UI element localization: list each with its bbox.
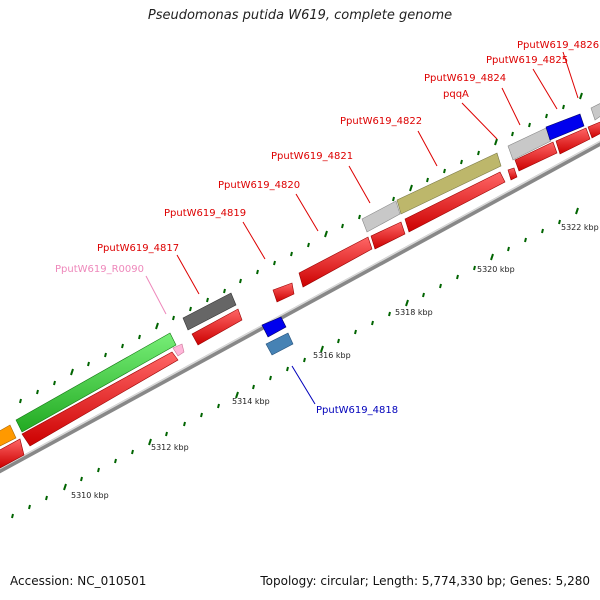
scale-ticks — [11, 92, 583, 519]
cds-feature — [396, 152, 502, 215]
scale-label: 5312 kbp — [151, 443, 189, 452]
tick-row-outer — [11, 207, 579, 519]
gene-label: pqqA — [443, 89, 469, 100]
scale-label: 5310 kbp — [71, 491, 109, 500]
cds-feature — [182, 292, 237, 331]
gene-label: PputW619_4817 — [97, 243, 179, 254]
gene-label: PputW619_4822 — [340, 116, 422, 127]
cds-feature — [370, 221, 406, 250]
cds-feature — [21, 351, 179, 447]
cds-feature — [191, 308, 243, 346]
cds-feature — [261, 316, 287, 338]
cds-feature — [361, 200, 401, 233]
scale-labels: 5310 kbp 5312 kbp 5314 kbp 5316 kbp 5318… — [71, 223, 599, 500]
cds-feature — [555, 127, 591, 155]
cds-feature — [0, 438, 25, 469]
tick-row-inner — [19, 92, 583, 404]
cds-feature — [404, 171, 506, 233]
genome-summary: Topology: circular; Length: 5,774,330 bp… — [260, 574, 590, 588]
gene-label: PputW619_R0090 — [55, 264, 144, 275]
cds-feature — [265, 332, 294, 356]
gene-label: PputW619_4824 — [424, 73, 506, 84]
scale-label: 5318 kbp — [395, 308, 433, 317]
genome-title: Pseudomonas putida W619, complete genome — [147, 8, 453, 23]
cds-feature — [507, 127, 552, 161]
gene-label: PputW619_4820 — [218, 180, 300, 191]
scale-label: 5322 kbp — [561, 223, 599, 232]
cds-feature — [15, 332, 177, 433]
gene-label: PputW619_4825 — [486, 55, 568, 66]
gene-label: PputW619_4821 — [271, 151, 353, 162]
cds-feature — [587, 121, 600, 139]
gene-label: PputW619_4818 — [316, 405, 398, 416]
cds-feature — [298, 236, 373, 288]
label-leaders — [145, 51, 579, 405]
features — [0, 103, 600, 469]
gene-labels: PputW619_R0090 PputW619_4817 PputW619_48… — [55, 40, 599, 416]
cds-feature — [545, 113, 585, 141]
rna-feature — [172, 343, 185, 357]
scale-label: 5314 kbp — [232, 397, 270, 406]
gene-label: PputW619_4826 — [517, 40, 599, 51]
gene-label: PputW619_4819 — [164, 208, 246, 219]
backbone — [0, 140, 600, 474]
cds-feature — [0, 424, 17, 447]
scale-label: 5320 kbp — [477, 265, 515, 274]
accession-text: Accession: NC_010501 — [10, 574, 147, 588]
cds-feature — [514, 141, 558, 172]
cds-feature — [590, 103, 600, 121]
scale-label: 5316 kbp — [313, 351, 351, 360]
cds-feature — [272, 282, 295, 303]
cds-feature — [507, 167, 518, 181]
